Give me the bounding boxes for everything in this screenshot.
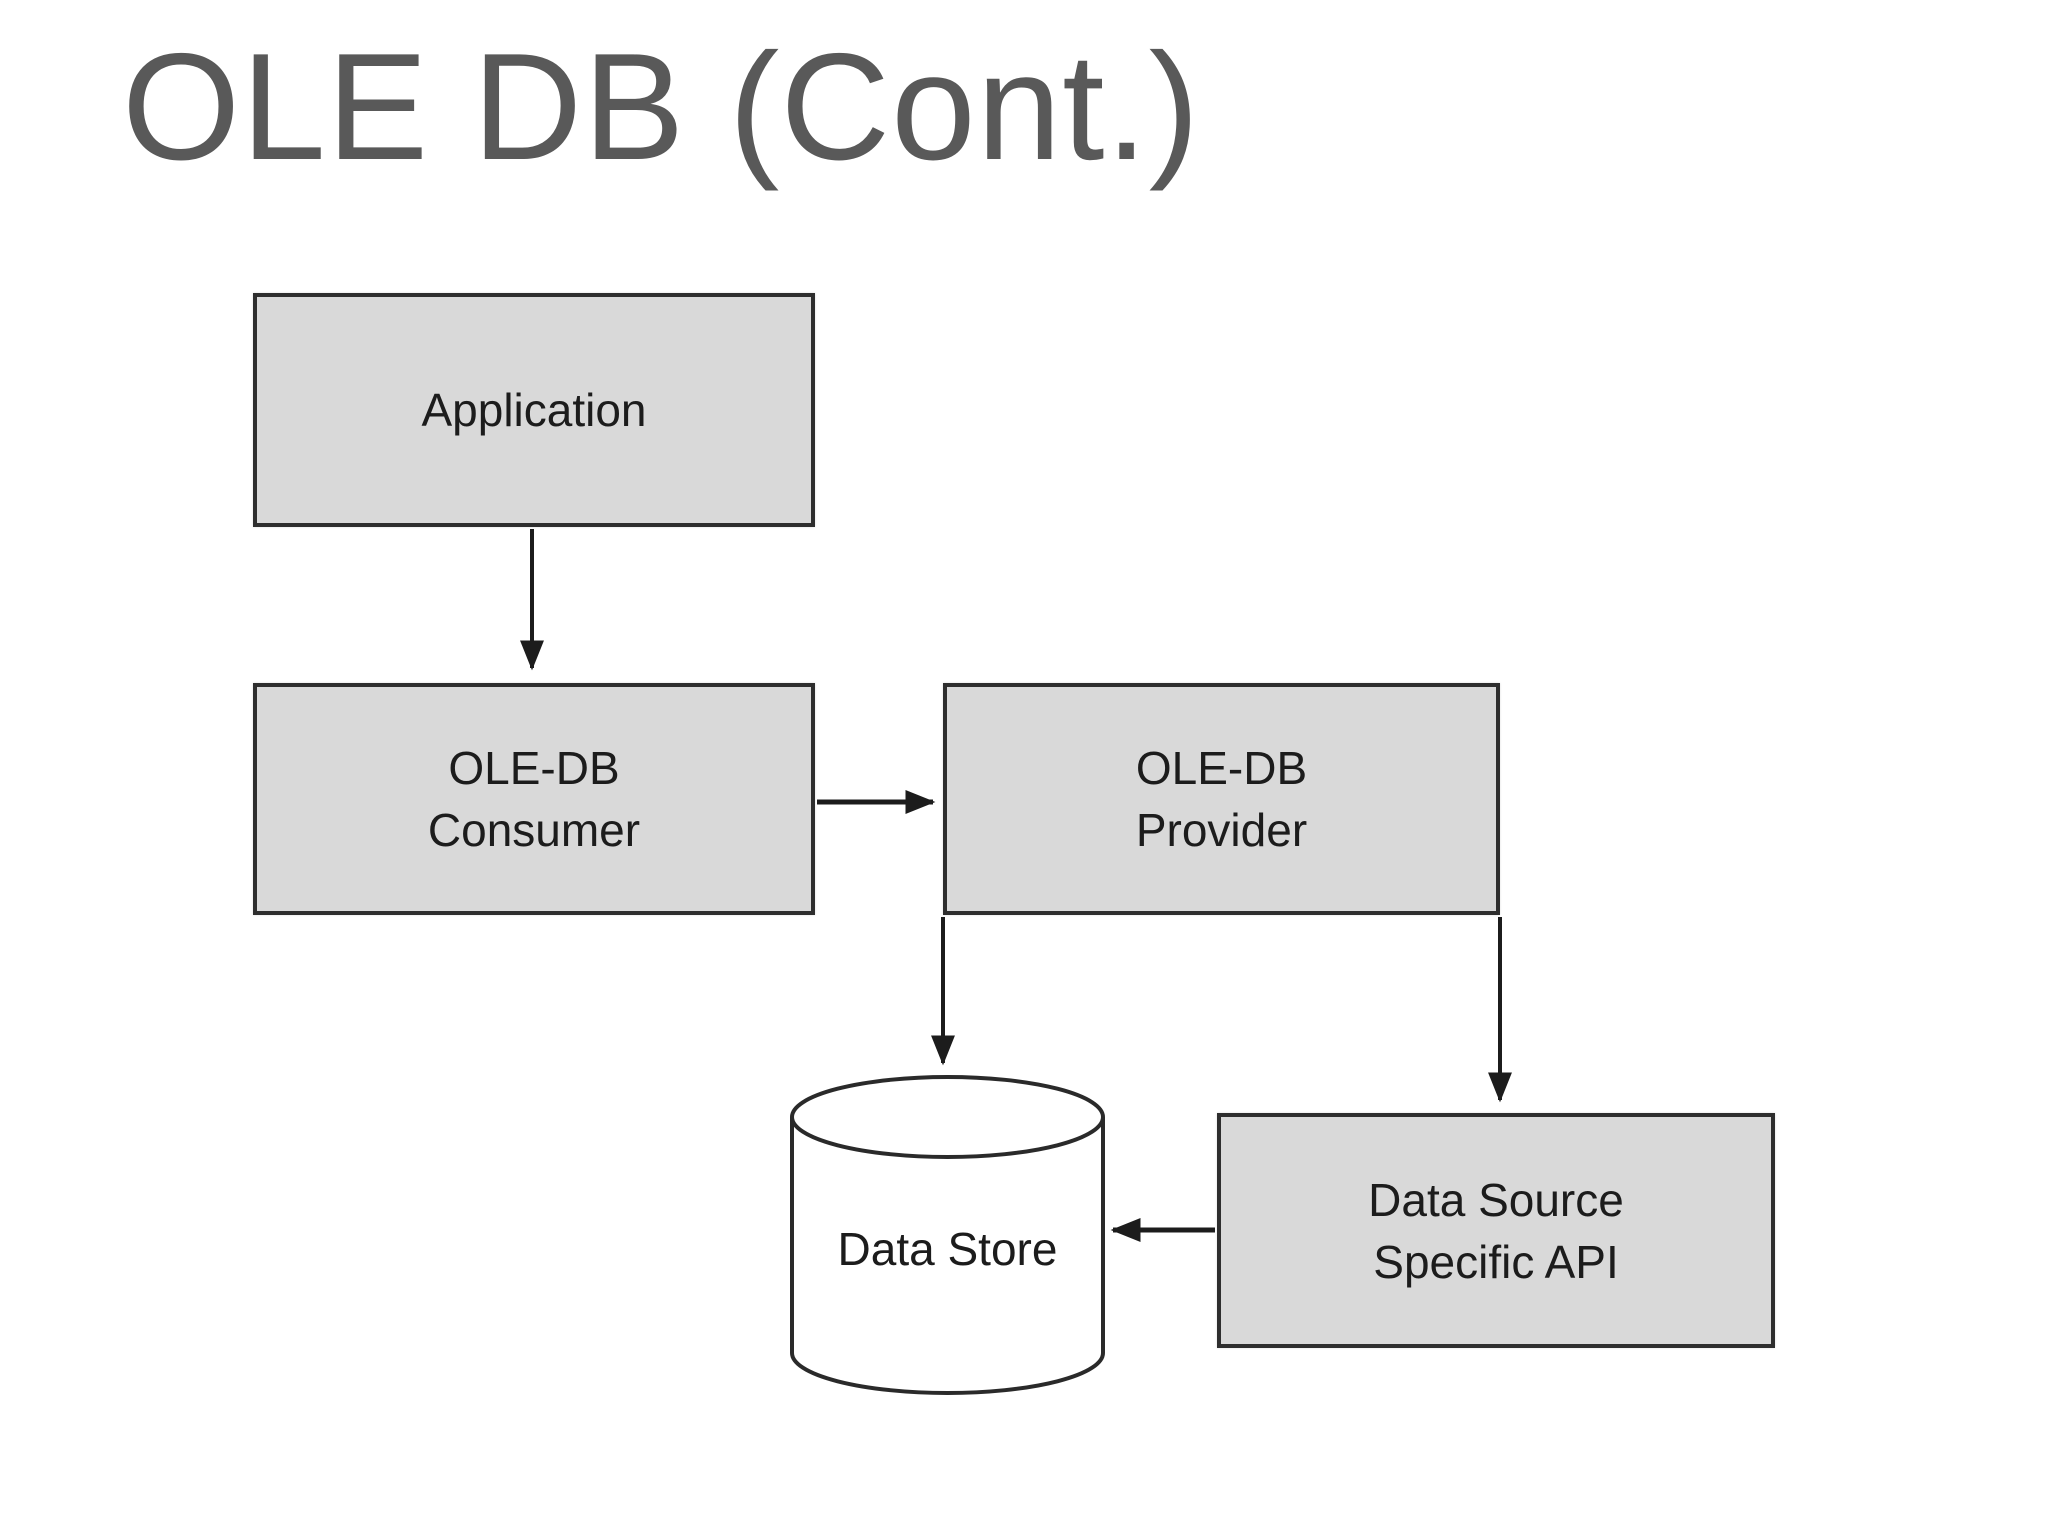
- node-data-source-specific-api: Data Source Specific API: [1217, 1113, 1775, 1348]
- node-ole-db-consumer-label: OLE-DB Consumer: [427, 742, 641, 856]
- data-store-cylinder-icon: [790, 1075, 1105, 1395]
- node-ole-db-consumer: OLE-DB Consumer: [253, 683, 815, 915]
- slide-title: OLE DB (Cont.): [122, 22, 1201, 192]
- node-ole-db-provider-label: OLE-DB Provider: [1135, 742, 1308, 856]
- node-application: Application: [253, 293, 815, 527]
- node-data-store-label: Data Store: [837, 1223, 1058, 1275]
- node-application-label: Application: [421, 384, 647, 436]
- node-ole-db-provider: OLE-DB Provider: [943, 683, 1500, 915]
- node-data-source-specific-api-label: Data Source Specific API: [1368, 1173, 1624, 1288]
